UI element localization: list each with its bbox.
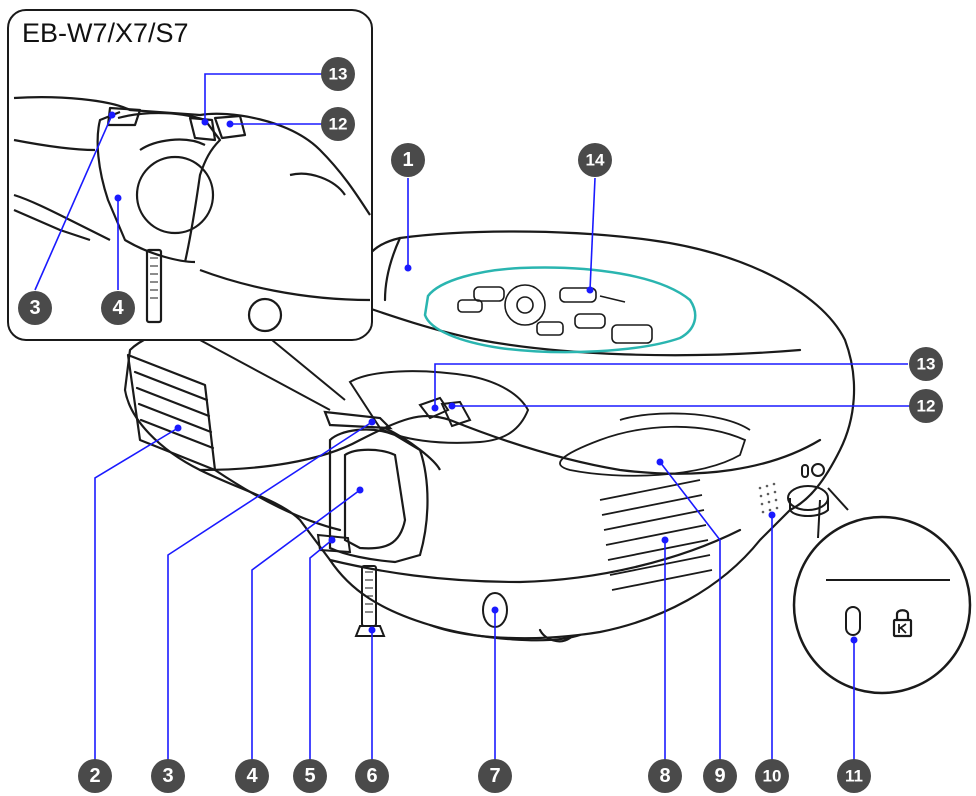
callout-inset-4-label: 4 — [112, 297, 124, 319]
rear-foot — [787, 463, 829, 517]
callout-3-label: 3 — [162, 765, 173, 787]
callout-3: 3 — [151, 759, 185, 793]
leader-dots — [108, 111, 858, 644]
callout-2: 2 — [78, 759, 112, 793]
control-panel — [423, 266, 697, 354]
foot-lever — [316, 533, 352, 554]
callout-inset-13: 13 — [321, 57, 355, 91]
callout-9-label: 9 — [714, 765, 725, 787]
callout-inset-12: 12 — [321, 107, 355, 141]
callout-8-label: 8 — [659, 765, 670, 787]
callout-13: 13 — [909, 347, 943, 381]
air-vents — [559, 412, 751, 591]
callout-8: 8 — [648, 759, 682, 793]
callout-10: 10 — [755, 759, 789, 793]
callout-12-label: 12 — [917, 397, 936, 416]
callout-11-label: 11 — [845, 767, 863, 786]
callout-6: 6 — [355, 759, 389, 793]
lock-icon — [892, 609, 913, 638]
callout-5-label: 5 — [304, 765, 315, 787]
callout-inset-3: 3 — [18, 291, 52, 325]
security-inset — [792, 487, 972, 695]
callout-12: 12 — [909, 389, 943, 423]
callout-14-label: 14 — [586, 151, 605, 170]
callout-4-label: 4 — [246, 765, 258, 787]
callout-5: 5 — [293, 759, 327, 793]
lens-assembly — [323, 410, 441, 564]
callout-7: 7 — [478, 759, 512, 793]
callout-14: 14 — [578, 143, 612, 177]
callout-inset-12-label: 12 — [329, 115, 348, 134]
front-foot — [354, 565, 386, 637]
speaker-grille — [758, 482, 779, 514]
callout-4: 4 — [235, 759, 269, 793]
callout-13-label: 13 — [917, 355, 936, 374]
callout-11: 11 — [837, 759, 871, 793]
inset-title: EB-W7/X7/S7 — [22, 18, 189, 48]
callout-9: 9 — [703, 759, 737, 793]
callout-inset-13-label: 13 — [329, 65, 348, 84]
leader-lines — [34, 73, 910, 760]
security-slot-icon — [845, 606, 861, 636]
callout-inset-3-label: 3 — [29, 297, 40, 319]
callout-1-label: 1 — [402, 149, 413, 171]
callout-2-label: 2 — [89, 765, 100, 787]
zoom-focus-area — [348, 370, 530, 444]
callout-10-label: 10 — [763, 767, 782, 786]
callouts: 1 14 13 12 2 3 4 5 6 7 8 9 10 11 13 12 3… — [18, 57, 943, 793]
callout-6-label: 6 — [366, 765, 377, 787]
callout-inset-4: 4 — [101, 291, 135, 325]
callout-1: 1 — [391, 143, 425, 177]
callout-7-label: 7 — [489, 765, 500, 787]
inset-panel — [7, 9, 373, 411]
